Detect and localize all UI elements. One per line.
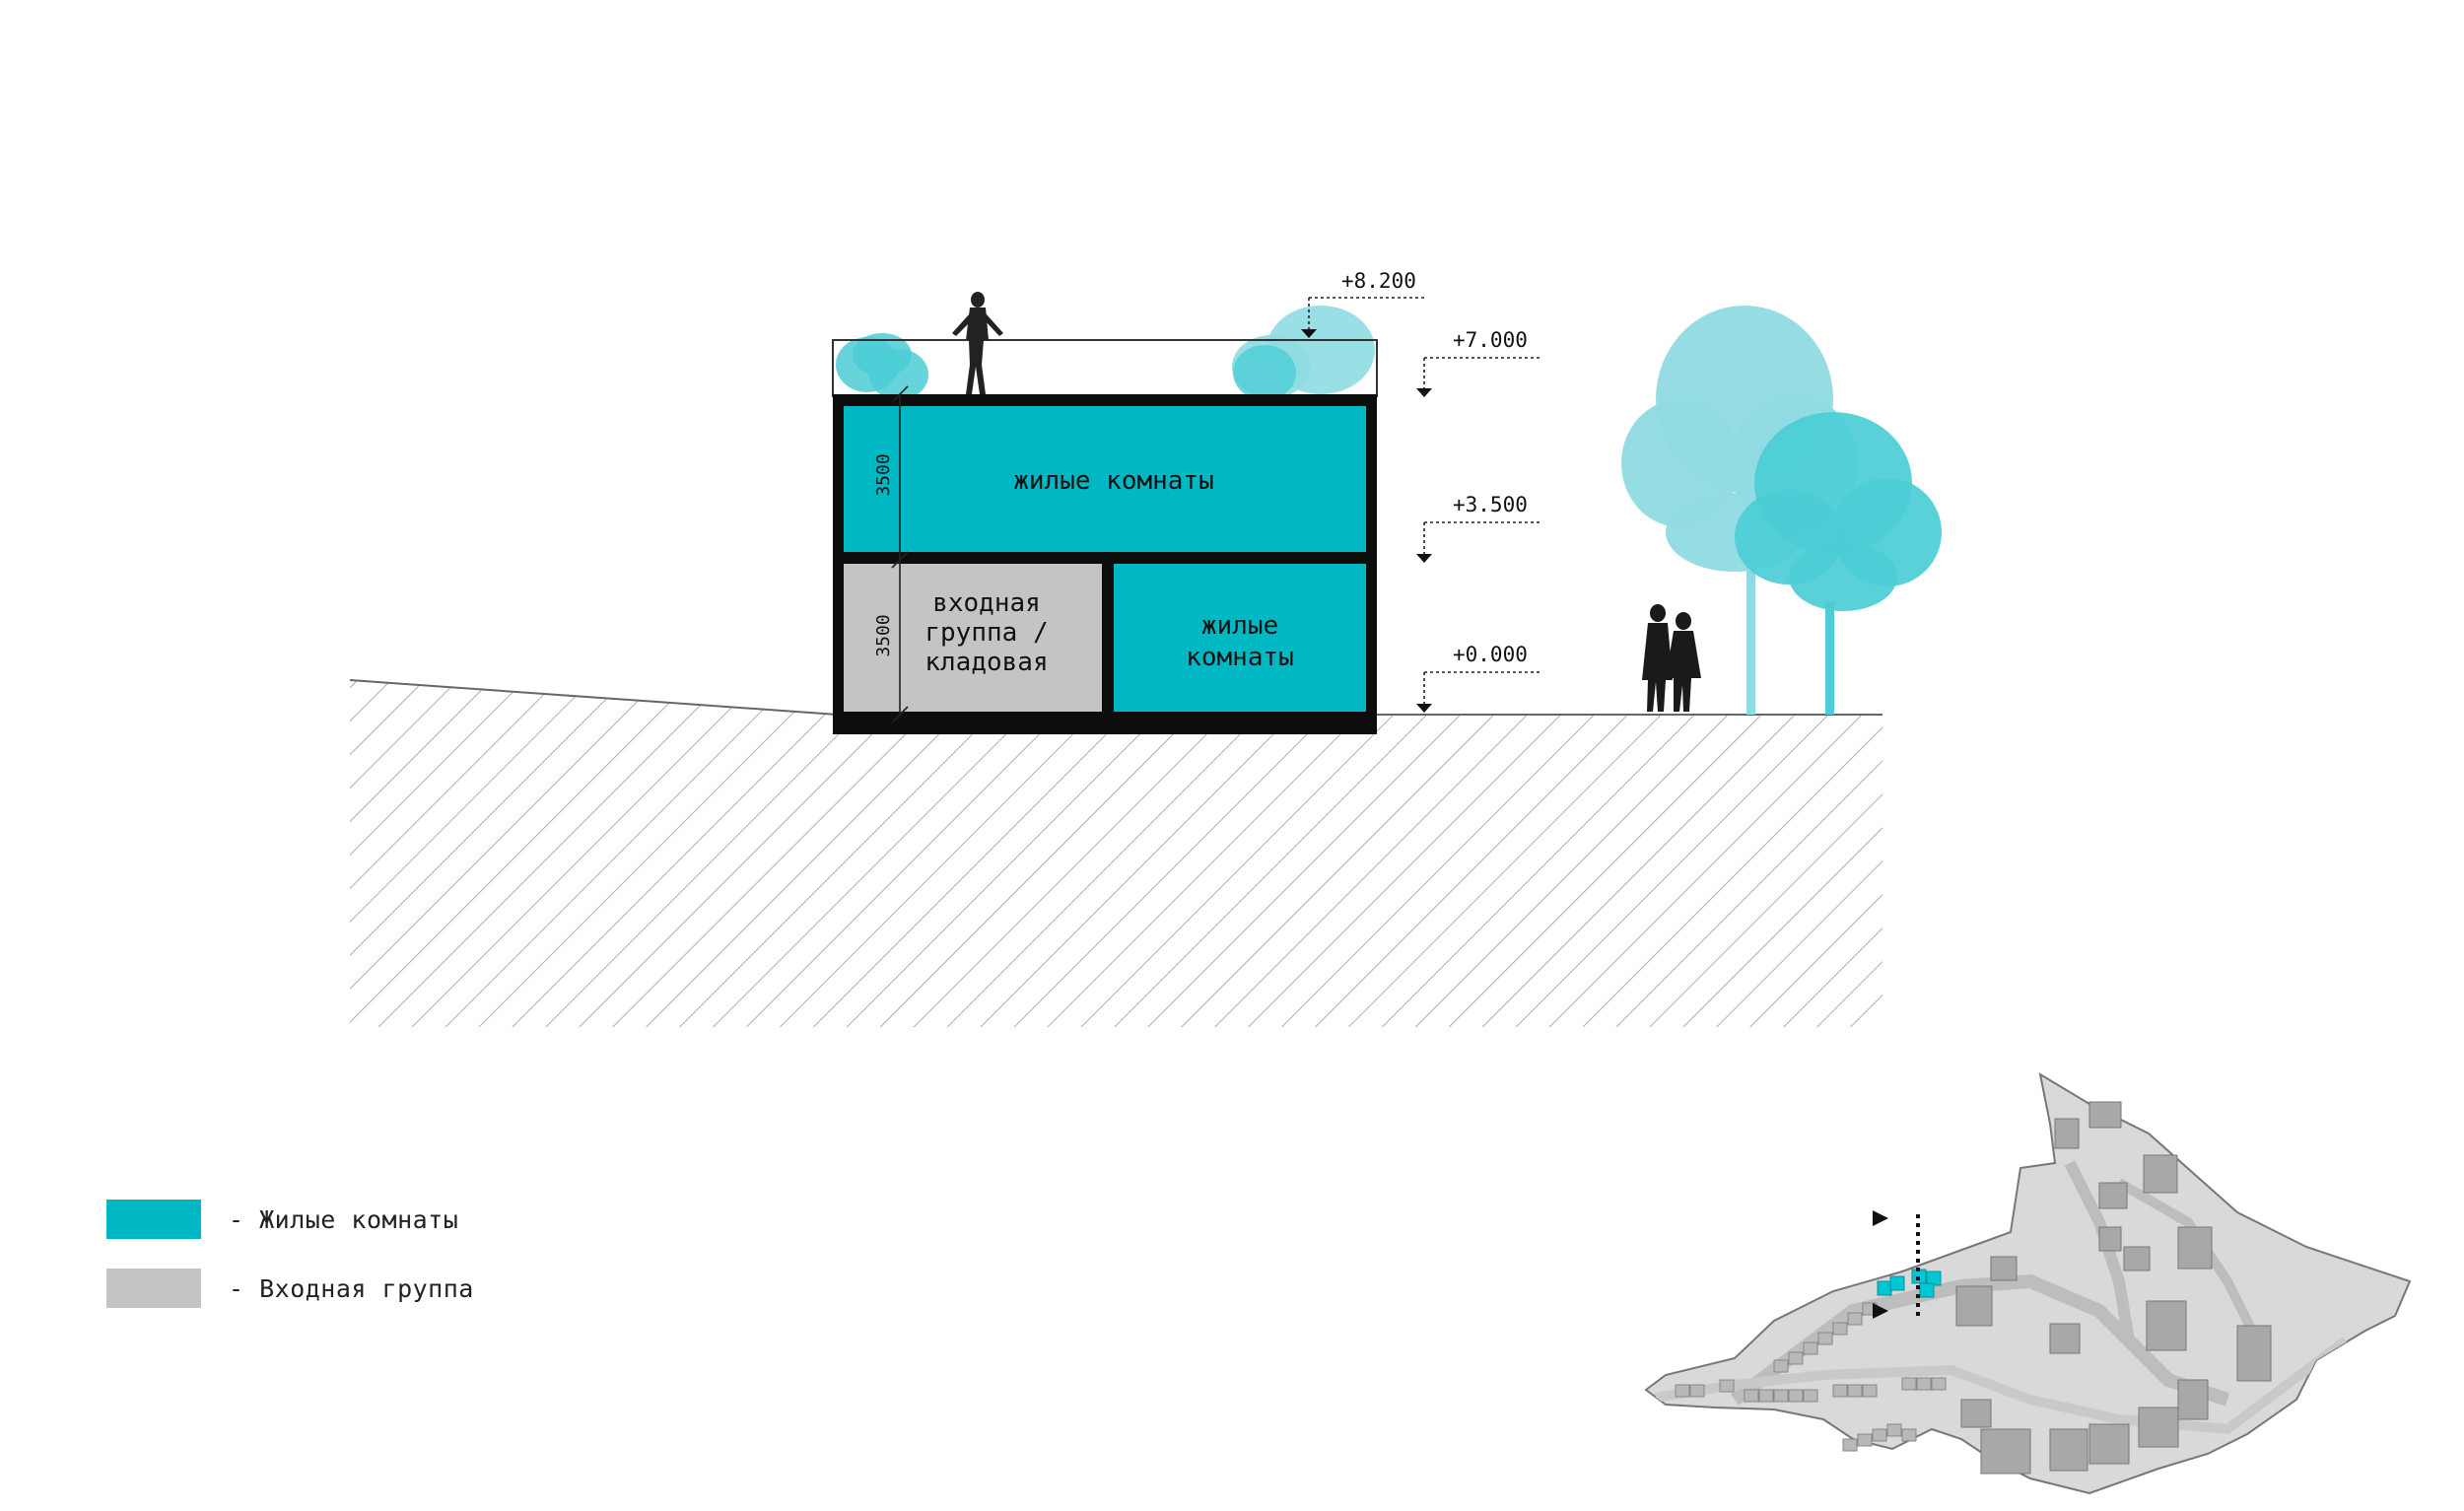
tree-dark	[1735, 412, 1942, 715]
room-lower-living	[1114, 564, 1366, 712]
legend-item-living: - Жилые комнаты	[106, 1200, 458, 1239]
triangle-arrow-icon	[1873, 1303, 1888, 1319]
legend-label-living: - Жилые комнаты	[229, 1204, 459, 1234]
lower-right-room-label-1: жилые	[1201, 611, 1278, 641]
shrub-lobe	[1233, 345, 1296, 400]
level-marker-floor2	[1416, 521, 1542, 563]
level-label-parapet: +8.200	[1341, 269, 1416, 293]
dimension-upper-label: 3500	[873, 453, 894, 496]
roof-shrub-right	[1232, 306, 1375, 400]
level-label-roof: +7.000	[1453, 328, 1528, 352]
site-plan-highlighted-buildings	[1877, 1269, 1942, 1298]
room-lower-entrance	[844, 564, 1102, 712]
person-figure-roof	[952, 292, 1003, 394]
triangle-arrow-icon	[1873, 1210, 1888, 1226]
dimension-lower	[891, 560, 909, 723]
terrain-line-left	[349, 679, 839, 716]
site-plan-map	[1644, 1071, 2412, 1495]
legend-swatch-entrance	[106, 1269, 201, 1308]
lower-left-room-label-3: кладовая	[924, 648, 1048, 677]
lower-left-room-label-2: группа /	[924, 618, 1048, 648]
lower-left-room-label-1: входная	[932, 588, 1041, 618]
roof-shrub-left	[836, 333, 928, 400]
level-marker-parapet	[1301, 297, 1424, 338]
level-label-ground: +0.000	[1453, 643, 1528, 666]
dimension-lower-label: 3500	[873, 614, 894, 656]
lower-right-room-label-2: комнаты	[1186, 643, 1294, 672]
earth-hatch	[350, 680, 1882, 1027]
people-pair-figure	[1642, 604, 1701, 712]
legend-label-entrance: - Входная группа	[229, 1273, 474, 1303]
level-label-floor2: +3.500	[1453, 493, 1528, 516]
level-marker-roof	[1416, 357, 1542, 397]
room-upper-living	[844, 406, 1366, 552]
legend-swatch-living	[106, 1200, 201, 1239]
legend-item-entrance: - Входная группа	[106, 1269, 474, 1308]
upper-room-label: жилые комнаты	[1013, 466, 1214, 496]
shrub-lobe	[853, 333, 912, 377]
level-marker-ground	[1416, 671, 1542, 713]
